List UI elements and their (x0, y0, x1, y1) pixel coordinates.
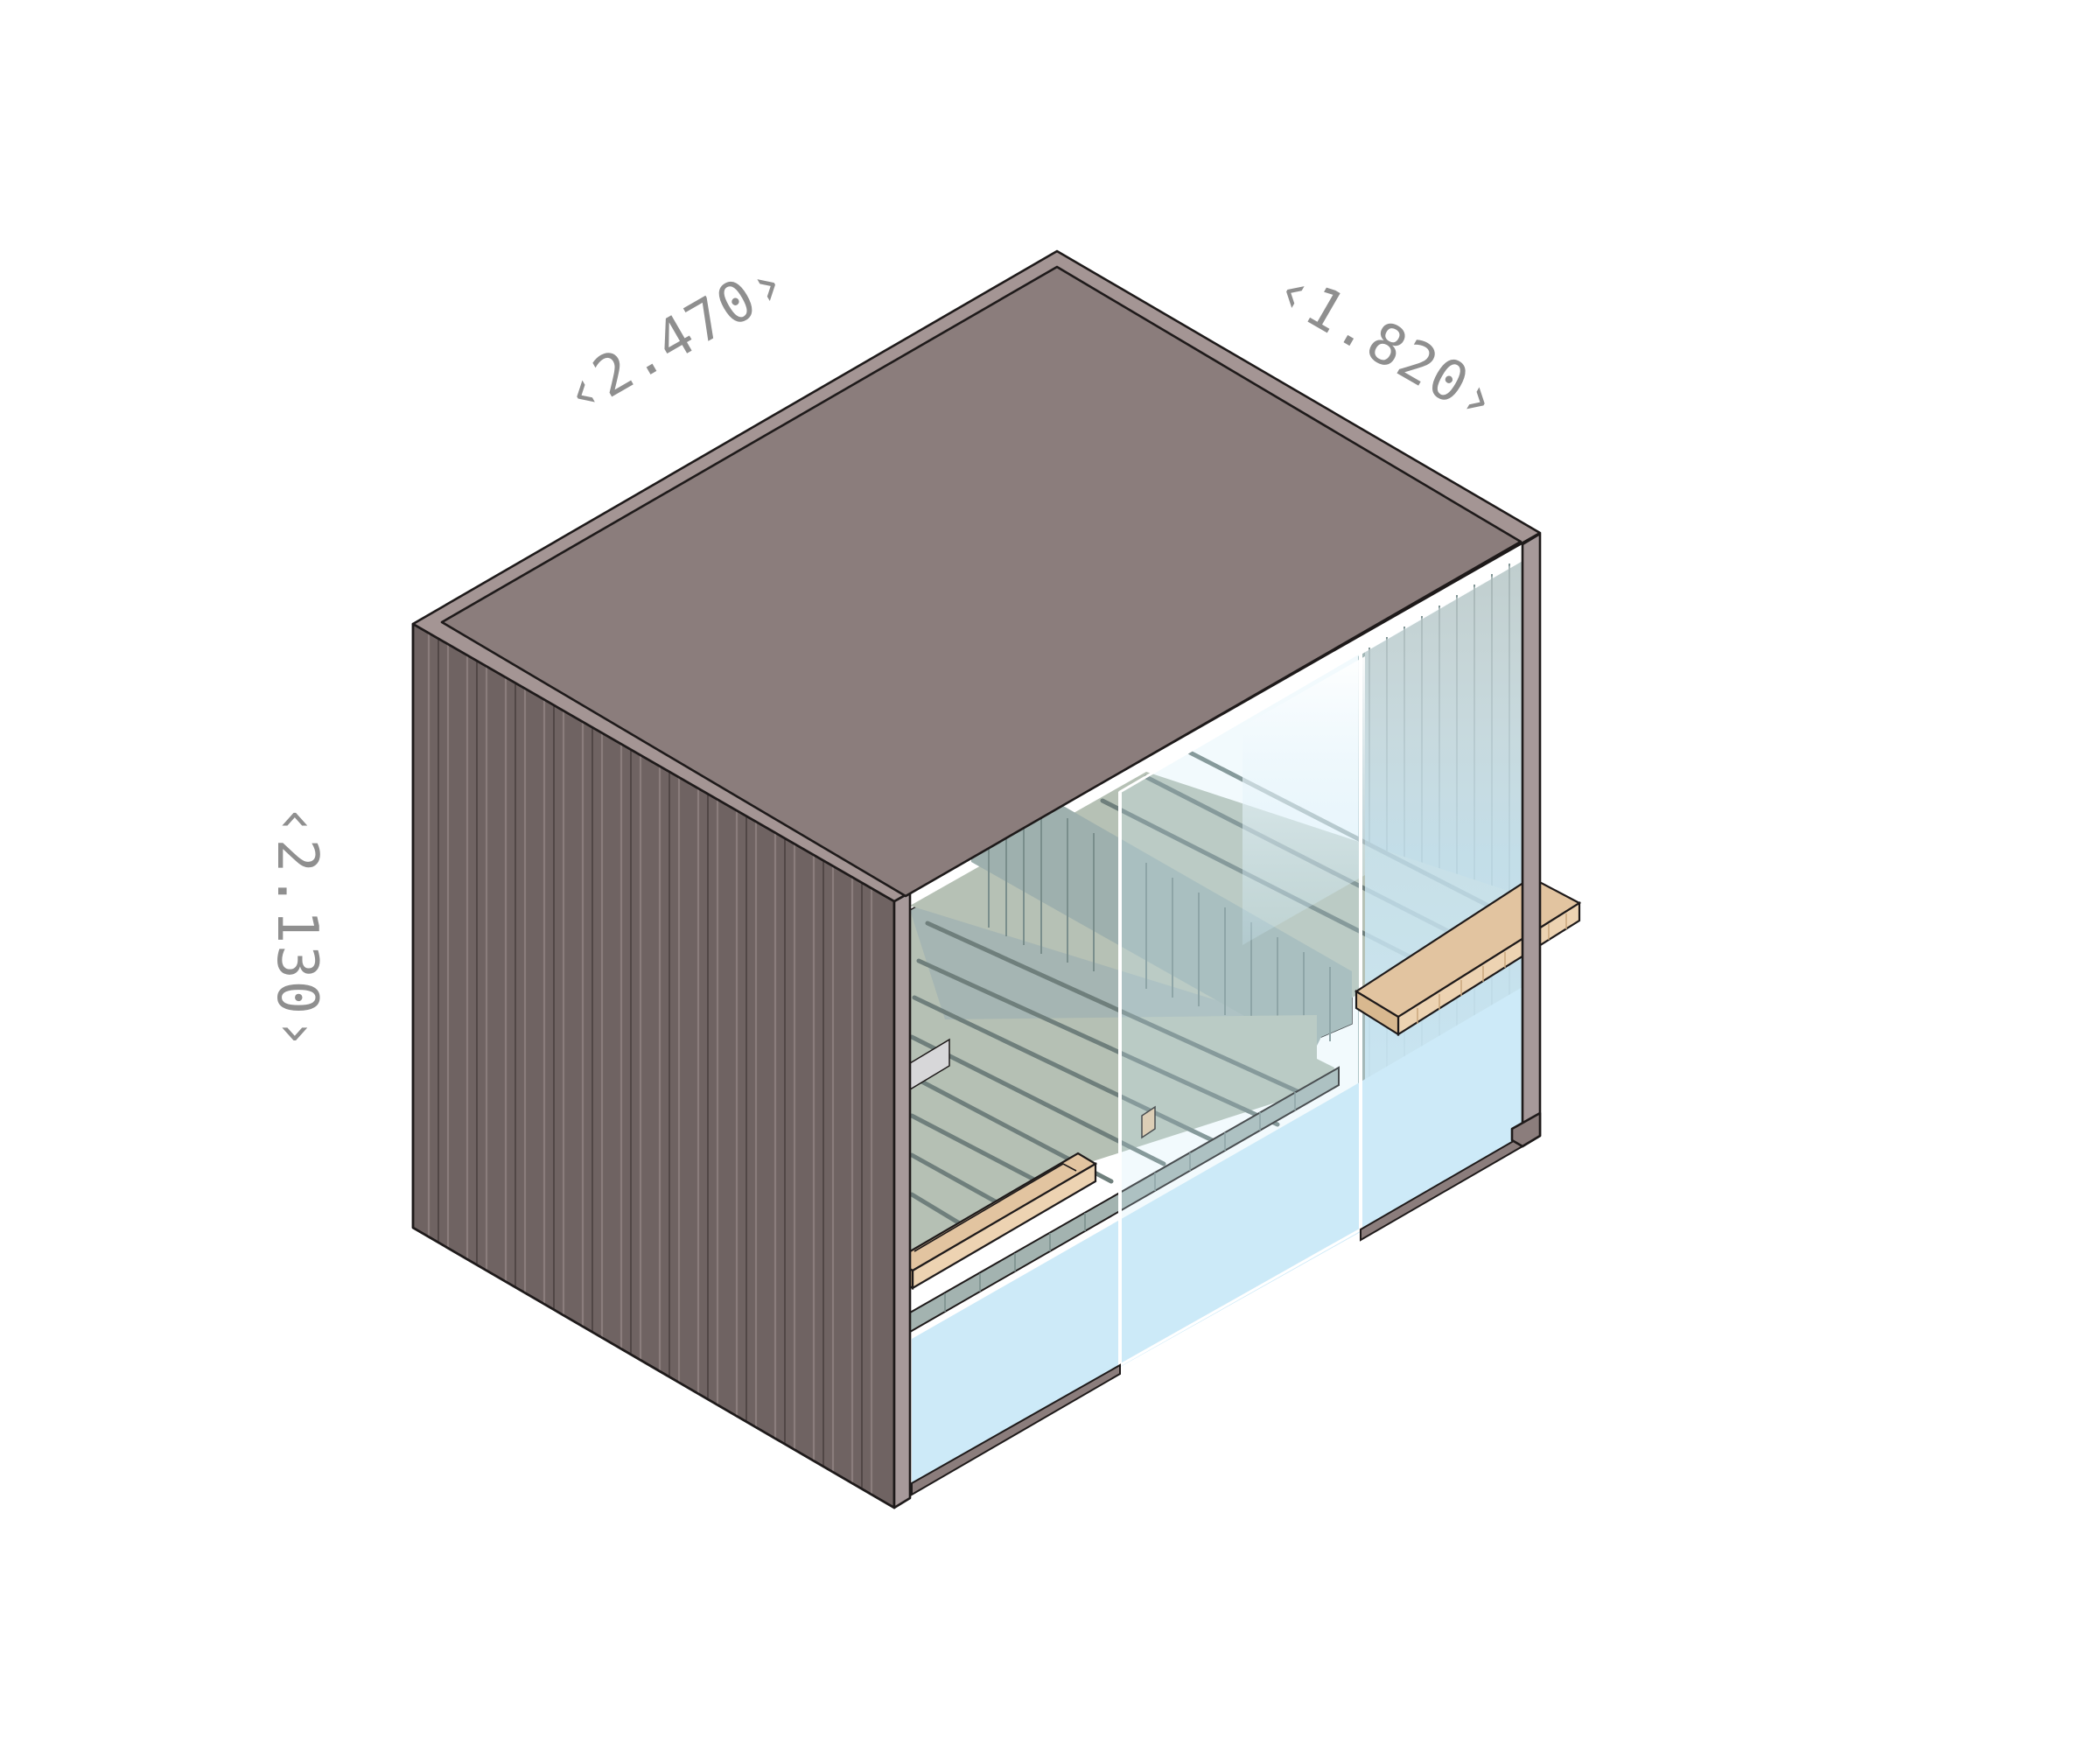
front-right-post (1521, 532, 1542, 1148)
dimension-height-label: ‹2.130› (264, 803, 329, 1052)
bench-left-inner-edge (914, 1163, 1077, 1252)
roof-top-surface (440, 265, 1522, 898)
glass-front (911, 556, 1527, 1496)
right-post-foot (1510, 1111, 1542, 1148)
glass-bottom-rail (911, 1363, 1121, 1496)
glass-lower-pane (912, 984, 1527, 1483)
glass-top-reflection (1242, 656, 1365, 945)
dimension-width-label: ‹2.470› (552, 249, 800, 429)
upper-bench-front (971, 803, 1352, 1054)
bench-right-end (1354, 990, 1400, 1036)
roof (411, 249, 1542, 903)
control-knob (1141, 1105, 1156, 1139)
front-left-post (892, 891, 912, 1509)
